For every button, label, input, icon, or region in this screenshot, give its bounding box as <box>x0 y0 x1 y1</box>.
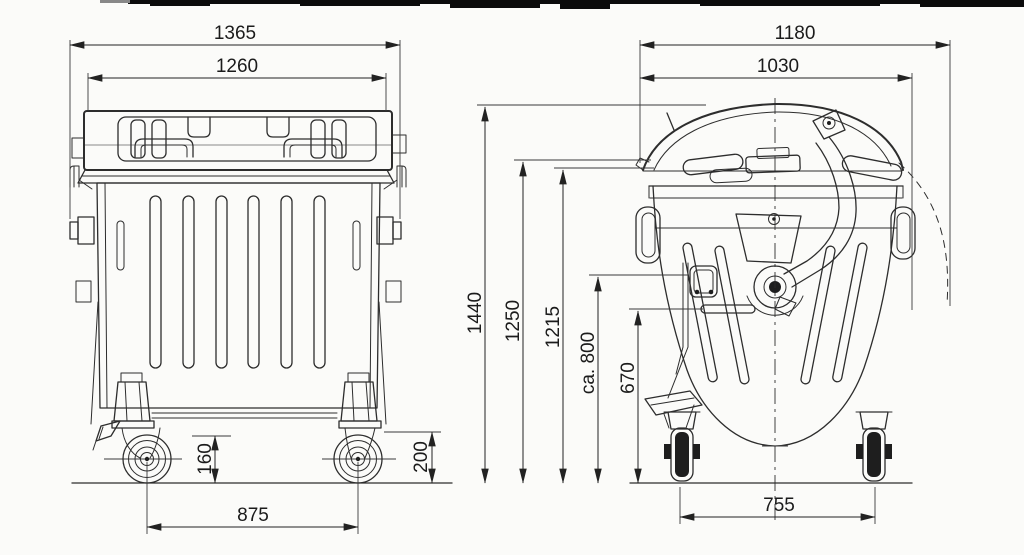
dim-front-frame-height: 160 <box>192 435 231 484</box>
side-wheel-left <box>663 411 701 482</box>
front-view: 1365 1260 160 200 875 <box>69 23 453 534</box>
front-rim-band <box>69 165 407 190</box>
dim-front-wheel-diameter: 200 <box>384 431 441 484</box>
dim-label-handle-height: ca. 800 <box>578 332 599 394</box>
dim-front-lid-width: 1260 <box>87 56 387 111</box>
dim-side-overall-depth: 1180 <box>639 23 951 306</box>
dim-label-total-height: 1440 <box>465 292 486 334</box>
dim-front-wheel-track: 875 <box>146 462 359 534</box>
front-body <box>69 182 402 425</box>
dim-side-rim-height: 1215 <box>543 167 654 484</box>
side-pedal-mechanism <box>644 262 756 429</box>
dim-label-lid-width: 1260 <box>216 56 258 77</box>
dim-label-pedal-height: 670 <box>618 362 639 394</box>
side-lift-arm <box>735 109 857 317</box>
dim-label-wheel-track: 875 <box>237 505 269 526</box>
dim-label-overall-depth: 1180 <box>775 23 816 44</box>
foot-pedal <box>644 390 703 416</box>
dim-label-overall-width: 1365 <box>214 23 256 44</box>
dim-side-pedal-height: 670 <box>618 308 703 484</box>
front-ribs <box>149 195 326 369</box>
dim-label-lid-front-height: 1250 <box>503 300 524 342</box>
dim-label-wheel-diameter: 200 <box>411 441 432 473</box>
dim-label-body-depth: 1030 <box>757 56 799 77</box>
front-lid <box>71 110 407 171</box>
lid-notch <box>266 116 290 138</box>
lid-handle <box>134 138 194 158</box>
dim-side-handle-height: ca. 800 <box>578 274 688 484</box>
side-ribs <box>682 242 868 385</box>
lid-handle <box>283 138 343 158</box>
side-wheel-right <box>855 411 893 482</box>
dim-label-wheelbase: 755 <box>763 495 795 516</box>
arm-mounting-plate <box>735 213 802 264</box>
front-caster-right <box>322 372 396 484</box>
dim-label-rim-height: 1215 <box>543 306 564 348</box>
side-view: 1180 1030 1440 1250 1215 ca. 800 <box>465 23 951 524</box>
dim-side-lid-front-height: 1250 <box>503 159 651 484</box>
side-grab-handles <box>635 206 916 264</box>
scan-artifact-top-bar <box>100 0 1024 9</box>
lid-center-handle <box>745 154 801 174</box>
dim-side-body-depth: 1030 <box>639 56 913 310</box>
side-lid <box>635 102 904 184</box>
dim-side-wheelbase: 755 <box>679 487 876 524</box>
front-trunnion-pins <box>69 216 402 245</box>
lid-notch <box>187 116 211 138</box>
dim-side-total-height: 1440 <box>465 104 706 484</box>
caster-brake-lever <box>92 420 121 451</box>
dim-label-frame-height: 160 <box>195 443 216 475</box>
side-body <box>635 185 916 447</box>
lid-swing-arc <box>898 162 949 305</box>
dim-front-overall-width: 1365 <box>69 23 401 219</box>
lid-lock-pin <box>666 112 675 131</box>
